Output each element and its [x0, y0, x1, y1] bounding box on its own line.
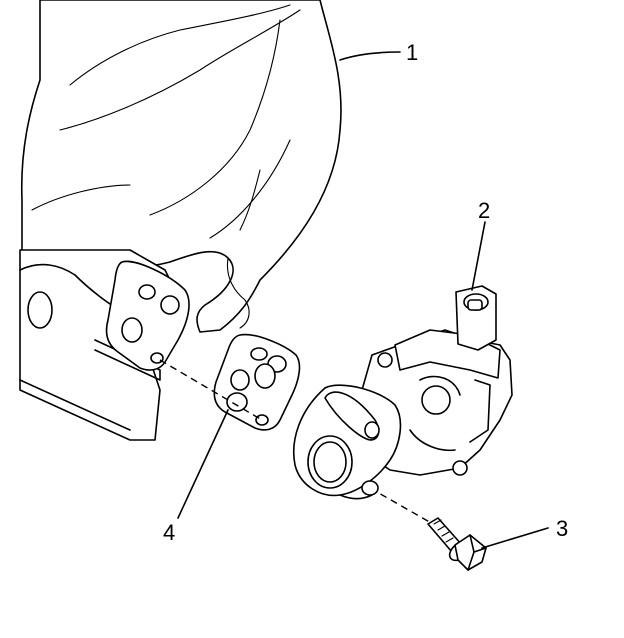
leader-line-1: [339, 51, 401, 61]
alignment-line-gasket: [159, 359, 263, 421]
manifold-gasket: [105, 260, 190, 371]
callout-4: 4: [163, 520, 175, 545]
alignment-line-bolt: [369, 487, 441, 529]
leader-line-3: [481, 527, 549, 549]
bolt-part: [427, 517, 487, 571]
manifold-housing: [20, 0, 342, 333]
gasket-part: [213, 333, 301, 431]
leader-line-4: [177, 409, 229, 519]
callout-1: 1: [406, 40, 418, 65]
leader-line-2: [471, 221, 486, 291]
callout-3: 3: [556, 516, 568, 541]
callout-2: 2: [478, 198, 490, 223]
valve-assembly: [293, 285, 513, 500]
